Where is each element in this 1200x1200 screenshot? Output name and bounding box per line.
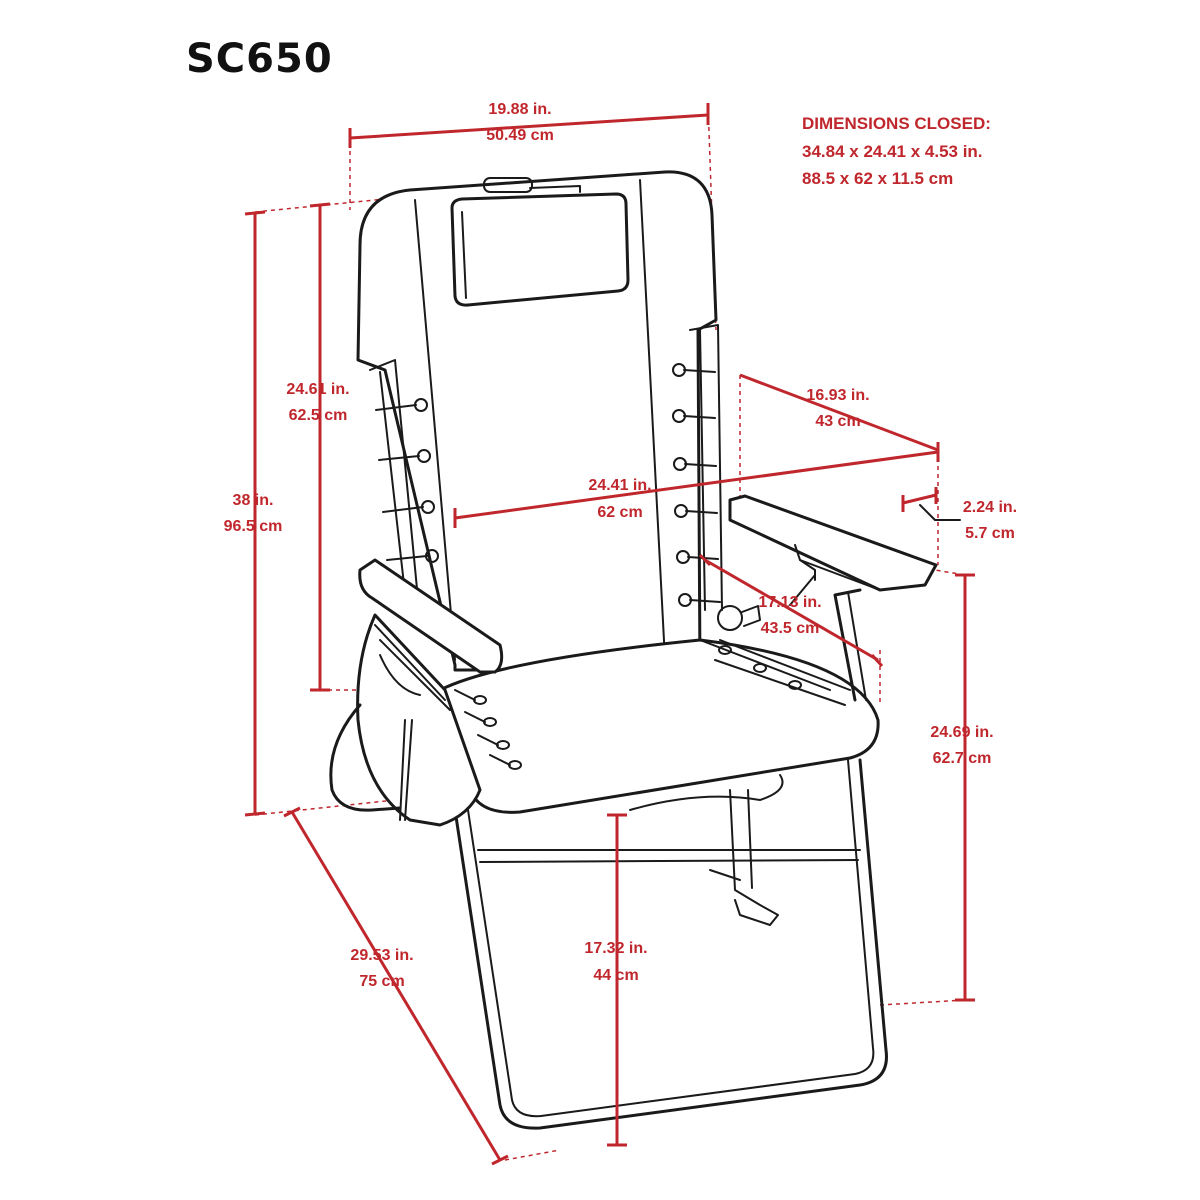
back-height-cm: 62.5 cm bbox=[289, 407, 348, 424]
top-width-cm: 50.49 cm bbox=[486, 127, 554, 144]
chair-illustration bbox=[329, 170, 938, 1130]
dimension-labels: 19.88 in. 50.49 cm 24.61 in. 62.5 cm 38 … bbox=[224, 101, 1017, 990]
dimension-lines bbox=[244, 103, 975, 1166]
seat-depth-in: 17.13 in. bbox=[758, 594, 821, 611]
depth-cm: 75 cm bbox=[359, 973, 404, 990]
closed-heading: DIMENSIONS CLOSED: bbox=[802, 114, 991, 133]
total-height-in: 38 in. bbox=[233, 492, 274, 509]
closed-metric: 88.5 x 62 x 11.5 cm bbox=[802, 169, 953, 188]
total-height-cm: 96.5 cm bbox=[224, 518, 283, 535]
seat-depth-cm: 43.5 cm bbox=[761, 620, 820, 637]
arm-length-cm: 43 cm bbox=[815, 413, 860, 430]
closed-dimensions: DIMENSIONS CLOSED: 34.84 x 24.41 x 4.53 … bbox=[802, 114, 991, 188]
arm-width-cm: 5.7 cm bbox=[965, 525, 1015, 542]
total-width-in: 24.41 in. bbox=[588, 477, 651, 494]
total-width-cm: 62 cm bbox=[597, 504, 642, 521]
arm-height-in: 24.69 in. bbox=[930, 724, 993, 741]
arm-height-cm: 62.7 cm bbox=[933, 750, 992, 767]
arm-length-in: 16.93 in. bbox=[806, 387, 869, 404]
top-width-in: 19.88 in. bbox=[488, 101, 551, 118]
model-title: SC650 bbox=[186, 36, 333, 82]
arm-width-in: 2.24 in. bbox=[963, 499, 1017, 516]
seat-height-cm: 44 cm bbox=[593, 967, 638, 984]
depth-in: 29.53 in. bbox=[350, 947, 413, 964]
back-height-in: 24.61 in. bbox=[286, 381, 349, 398]
seat-height-in: 17.32 in. bbox=[584, 940, 647, 957]
closed-imperial: 34.84 x 24.41 x 4.53 in. bbox=[802, 142, 983, 161]
